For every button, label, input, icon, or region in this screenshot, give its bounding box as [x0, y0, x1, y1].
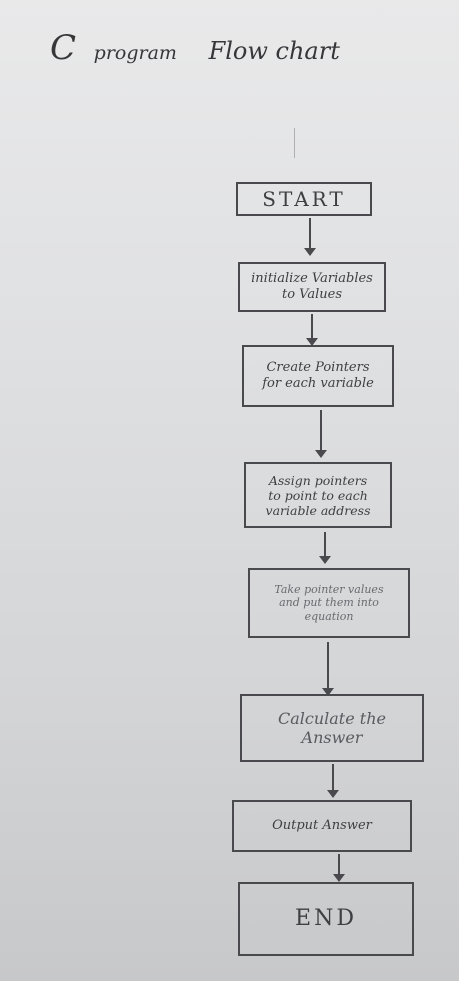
arrow-4: [320, 532, 330, 564]
title-c: C: [50, 28, 77, 68]
node-output-line-0: Output Answer: [272, 818, 372, 834]
node-calc-line-1: Answer: [301, 728, 363, 747]
node-init-line-0: initialize Variables: [251, 271, 373, 287]
node-init: initialize Variables to Values: [238, 262, 386, 312]
node-output: Output Answer: [232, 800, 412, 852]
node-assign-line-0: Assign pointers: [268, 472, 368, 488]
node-calc-line-0: Calculate the: [277, 708, 386, 728]
title-flowchart: Flow chart: [208, 37, 340, 65]
node-start-line-0: START: [262, 187, 346, 211]
node-pointers-line-0: Create Pointers: [266, 360, 370, 376]
node-init-line-1: to Values: [281, 287, 343, 302]
node-calc: Calculate the Answer: [240, 694, 424, 762]
node-take: Take pointer values and put them into eq…: [248, 568, 410, 638]
arrow-7: [334, 854, 344, 882]
node-assign-line-2: variable address: [265, 502, 371, 518]
node-take-line-0: Take pointer values: [274, 583, 384, 597]
node-take-line-2: equation: [304, 609, 354, 623]
faint-mark: [294, 128, 295, 158]
title-program: program: [93, 42, 177, 64]
arrow-1: [305, 218, 315, 256]
node-start: START: [236, 182, 372, 216]
node-assign-line-1: to point to each: [268, 487, 368, 503]
node-end-line-0: END: [295, 905, 357, 931]
arrow-3: [316, 410, 326, 458]
node-end: END: [238, 882, 414, 956]
flowchart-title: C program Flow chart: [50, 28, 340, 68]
node-pointers-line-1: for each variable: [262, 376, 374, 391]
node-take-line-1: and put them into: [279, 596, 379, 610]
node-pointers: Create Pointers for each variable: [242, 345, 394, 407]
arrow-6: [328, 764, 338, 798]
arrow-5: [323, 642, 333, 696]
arrow-2: [307, 314, 317, 346]
node-assign: Assign pointers to point to each variabl…: [244, 462, 392, 528]
